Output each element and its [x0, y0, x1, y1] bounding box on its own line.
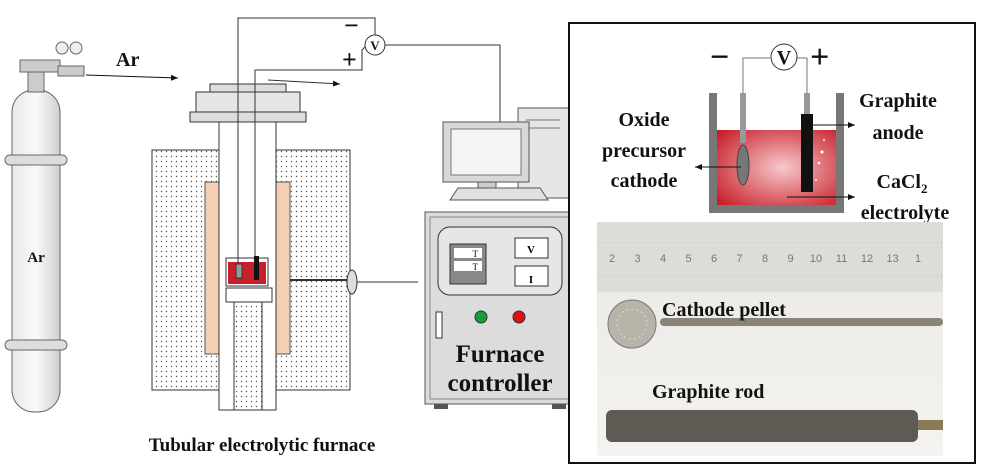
ruler-number: 9	[787, 253, 793, 265]
cylinder-label: Ar	[27, 250, 45, 266]
display-t1: T	[473, 249, 479, 259]
inset-voltmeter-icon	[770, 43, 798, 71]
cathode-label-1: Oxide	[618, 109, 669, 131]
sample-photo: 2 3 4 5 6 7 8 9 10 11 12 13 1 Cathode pellet Graphit…	[597, 222, 943, 456]
controller-label-line2: controller	[447, 370, 552, 397]
voltmeter-label: V	[370, 38, 380, 53]
ruler-number: 6	[711, 253, 717, 265]
inset-voltmeter-label: V	[777, 47, 792, 69]
negative-sign: −	[344, 11, 359, 40]
inset-plus: +	[810, 39, 829, 76]
computer-icon	[442, 107, 571, 201]
wiring	[237, 17, 501, 262]
display-t2: T	[473, 262, 479, 272]
ar-flow-label: Ar	[116, 49, 139, 71]
heater-left	[204, 181, 220, 355]
argon-cylinder: Ar	[4, 41, 85, 413]
controller-label-line1: Furnace	[456, 341, 545, 368]
graphite-rod-image	[606, 410, 918, 442]
voltage-meter: V	[527, 244, 535, 256]
formula-main: CaCl	[877, 171, 922, 193]
ruler-number: 1	[915, 253, 921, 265]
furnace-controller: T T V I Furnace controller	[424, 211, 576, 409]
electrolyte-label: electrolyte	[861, 202, 950, 224]
anode-label-2: anode	[872, 122, 923, 144]
ruler-number: 8	[762, 253, 768, 265]
furnace-title: Tubular electrolytic furnace	[149, 435, 376, 456]
cathode-icon	[736, 144, 750, 186]
tubular-furnace	[151, 83, 418, 411]
ruler-number: 5	[685, 253, 691, 265]
heater-right	[275, 181, 291, 355]
inset-minus: −	[710, 39, 729, 76]
cathode-pellet-label: Cathode pellet	[662, 299, 786, 321]
ruler-number: 12	[861, 253, 873, 265]
anode-label-1: Graphite	[859, 90, 937, 112]
ruler-number: 10	[810, 253, 822, 265]
ruler-number: 4	[660, 253, 666, 265]
formula-subscript: 2	[921, 181, 928, 196]
ruler-numbers: 2 3 4 5 6 7 8 9 10 11 12 13 1	[609, 253, 921, 265]
green-indicator-light	[474, 310, 488, 324]
ruler-number: 7	[736, 253, 742, 265]
red-indicator-light	[512, 310, 526, 324]
positive-sign: +	[342, 45, 357, 74]
cathode-pellet-image	[607, 299, 657, 349]
cathode-label-2: precursor	[602, 140, 686, 162]
anode-icon	[801, 114, 813, 192]
electrolyte-formula: CaCl2	[877, 171, 928, 196]
ruler-number: 11	[836, 253, 847, 265]
inset-panel: V − + Graphite anode Oxide precursor cat…	[568, 22, 976, 464]
ruler-number: 2	[609, 253, 615, 265]
graphite-rod-label: Graphite rod	[652, 381, 764, 403]
ruler-number: 13	[886, 253, 898, 265]
ar-flow-arrow	[85, 74, 179, 81]
cathode-label-3: cathode	[611, 170, 678, 192]
voltmeter-icon	[364, 34, 386, 56]
ruler-number: 3	[634, 253, 640, 265]
current-meter: I	[529, 274, 533, 286]
